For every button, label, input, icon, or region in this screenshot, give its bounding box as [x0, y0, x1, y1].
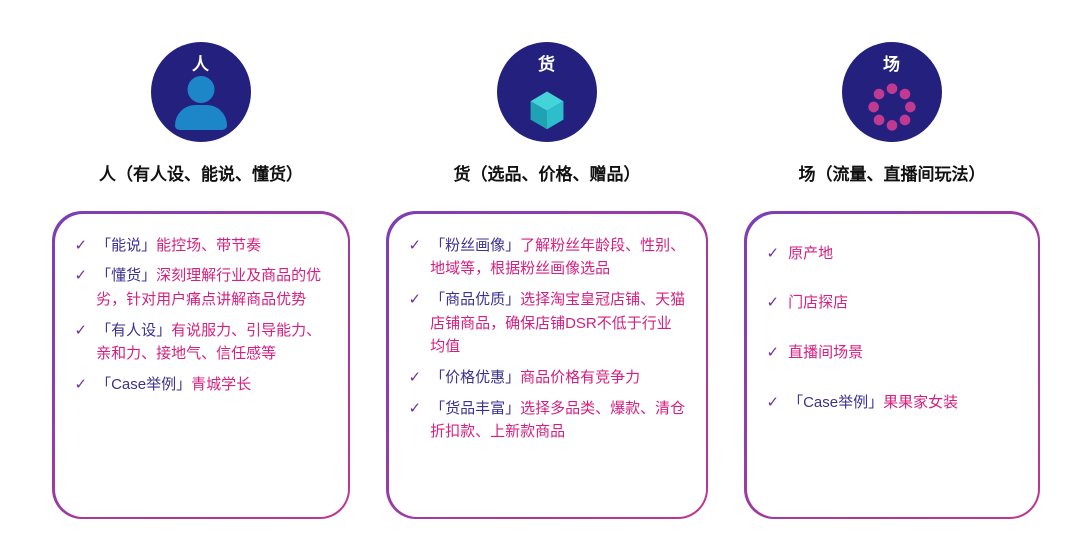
person-badge-icon: 人 [151, 42, 251, 142]
bullet-term: 「有人设」 [96, 321, 172, 339]
column-heading: 场（流量、直播间玩法） [798, 165, 986, 184]
check-icon: ✓ [74, 267, 88, 285]
check-icon: ✓ [74, 321, 88, 339]
list-item: ✓ 「粉丝画像」了解粉丝年龄段、性别、地域等，根据粉丝画像选品 [409, 234, 686, 281]
check-icon: ✓ [408, 290, 422, 308]
list-item: ✓ 原产地 [767, 242, 1018, 266]
bullet-text: 「懂货」深刻理解行业及商品的优劣，针对用户痛点讲解商品优势 [96, 264, 327, 311]
bullet-text: 「价格优惠」商品价格有竞争力 [430, 366, 640, 390]
check-icon: ✓ [766, 294, 780, 312]
list-item: ✓ 「Case举例」果果家女装 [767, 391, 1018, 415]
bullet-term: 「能说」 [96, 236, 157, 254]
bullet-text: 「货品丰富」选择多品类、爆款、清仓折扣款、上新款商品 [430, 397, 685, 444]
bullet-term: 「Case举例」 [96, 375, 192, 393]
column-heading: 货（选品、价格、赠品） [453, 165, 641, 184]
check-icon: ✓ [408, 236, 422, 254]
bullet-text: 「Case举例」青城学长 [96, 373, 251, 397]
bullet-text: 「有人设」有说服力、引导能力、亲和力、接地气、信任感等 [96, 319, 327, 366]
badge-label: 货 [538, 55, 556, 74]
bullet-desc: 直播间场景 [788, 343, 864, 361]
content-box-border: ✓ 「粉丝画像」了解粉丝年龄段、性别、地域等，根据粉丝画像选品 ✓ 「商品优质」选择淘… [386, 211, 708, 519]
check-icon: ✓ [74, 236, 88, 254]
content-box-border: ✓ 原产地 ✓ 门店探店 ✓ 直播间场景 ✓ 「Case举例」果果家女装 [744, 211, 1040, 519]
bullet-desc: 了解粉丝年龄段、性别、地域等，根据粉丝画像选品 [430, 236, 686, 278]
goods-badge-icon: 货 [497, 42, 597, 142]
column-goods: 货 货（选品、价格、赠品） ✓ 「粉丝画像」了解粉丝年龄段、性别、地域等，根据粉丝… [386, 42, 708, 545]
check-icon: ✓ [766, 343, 780, 361]
check-icon: ✓ [408, 399, 422, 417]
badge-label: 人 [192, 55, 210, 74]
cube-icon [530, 91, 564, 130]
content-box-border: ✓ 「能说」能控场、带节奏 ✓ 「懂货」深刻理解行业及商品的优劣，针对用户痛点讲解商品… [52, 211, 350, 519]
bullet-text: 「粉丝画像」了解粉丝年龄段、性别、地域等，根据粉丝画像选品 [430, 234, 685, 281]
list-item: ✓ 「货品丰富」选择多品类、爆款、清仓折扣款、上新款商品 [409, 397, 686, 444]
check-icon: ✓ [408, 368, 422, 386]
content-box: ✓ 「能说」能控场、带节奏 ✓ 「懂货」深刻理解行业及商品的优劣，针对用户痛点讲解商品… [54, 213, 348, 517]
bullet-list: ✓ 原产地 ✓ 门店探店 ✓ 直播间场景 ✓ 「Case举例」果果家女装 [767, 234, 1018, 415]
person-torso-shape [175, 105, 227, 130]
bullet-desc: 能控场、带节奏 [156, 236, 262, 254]
bullet-text: 「商品优质」选择淘宝皇冠店铺、天猫店铺商品，确保店铺DSR不低于行业均值 [430, 288, 685, 359]
column-scene: 场 场（流量、直播间玩法） ✓ 原产地 ✓ 门店探店 ✓ 直播间场景 ✓ 「Case举例」果果… [744, 42, 1040, 545]
bullet-desc: 选择淘宝皇冠店铺、天猫店铺商品，确保店铺DSR不低于行业均值 [430, 290, 686, 356]
bullet-desc: 有说服力、引导能力、亲和力、接地气、信任感等 [96, 321, 322, 363]
dots-ring-icon [868, 83, 916, 131]
check-icon: ✓ [766, 244, 780, 262]
bullet-term: 「商品优质」 [430, 290, 521, 308]
content-box: ✓ 「粉丝画像」了解粉丝年龄段、性别、地域等，根据粉丝画像选品 ✓ 「商品优质」选择淘… [388, 213, 706, 517]
bullet-term: 「粉丝画像」 [430, 236, 521, 254]
bullet-text: 直播间场景 [788, 341, 863, 365]
scene-badge-icon: 场 [842, 42, 942, 142]
bullet-list: ✓ 「能说」能控场、带节奏 ✓ 「懂货」深刻理解行业及商品的优劣，针对用户痛点讲解商品… [75, 234, 328, 397]
person-icon [173, 74, 229, 130]
bullet-term: 「Case举例」 [788, 393, 884, 411]
bullet-term: 「价格优惠」 [430, 368, 521, 386]
content-box: ✓ 原产地 ✓ 门店探店 ✓ 直播间场景 ✓ 「Case举例」果果家女装 [746, 213, 1038, 517]
person-head-shape [187, 76, 215, 103]
bullet-term: 「懂货」 [96, 267, 157, 285]
bullet-text: 「能说」能控场、带节奏 [96, 234, 261, 258]
bullet-desc: 果果家女装 [883, 393, 959, 411]
list-item: ✓ 「有人设」有说服力、引导能力、亲和力、接地气、信任感等 [75, 319, 328, 366]
bullet-desc: 深刻理解行业及商品的优劣，针对用户痛点讲解商品优势 [96, 267, 322, 308]
column-heading: 人（有人设、能说、懂货） [99, 165, 303, 184]
badge-label: 场 [883, 55, 901, 74]
list-item: ✓ 直播间场景 [767, 341, 1018, 365]
check-icon: ✓ [766, 393, 780, 411]
list-item: ✓ 「能说」能控场、带节奏 [75, 234, 328, 258]
check-icon: ✓ [74, 375, 88, 393]
list-item: ✓ 「懂货」深刻理解行业及商品的优劣，针对用户痛点讲解商品优势 [75, 264, 328, 311]
bullet-desc: 门店探店 [788, 294, 849, 312]
bullet-text: 「Case举例」果果家女装 [788, 391, 958, 415]
list-item: ✓ 「Case举例」青城学长 [75, 373, 328, 397]
column-person: 人 人（有人设、能说、懂货） ✓ 「能说」能控场、带节奏 ✓ 「懂货」深刻理解行业及商… [52, 42, 350, 545]
list-item: ✓ 「价格优惠」商品价格有竞争力 [409, 366, 686, 390]
list-item: ✓ 「商品优质」选择淘宝皇冠店铺、天猫店铺商品，确保店铺DSR不低于行业均值 [409, 288, 686, 359]
bullet-text: 门店探店 [788, 291, 848, 315]
bullet-desc: 商品价格有竞争力 [520, 368, 641, 386]
bullet-desc: 青城学长 [191, 375, 252, 393]
bullet-term: 「货品丰富」 [430, 399, 521, 417]
bullet-desc: 选择多品类、爆款、清仓折扣款、上新款商品 [430, 399, 686, 441]
bullet-list: ✓ 「粉丝画像」了解粉丝年龄段、性别、地域等，根据粉丝画像选品 ✓ 「商品优质」选择淘… [409, 234, 686, 445]
list-item: ✓ 门店探店 [767, 291, 1018, 315]
bullet-desc: 原产地 [788, 244, 834, 262]
bullet-text: 原产地 [788, 242, 833, 266]
